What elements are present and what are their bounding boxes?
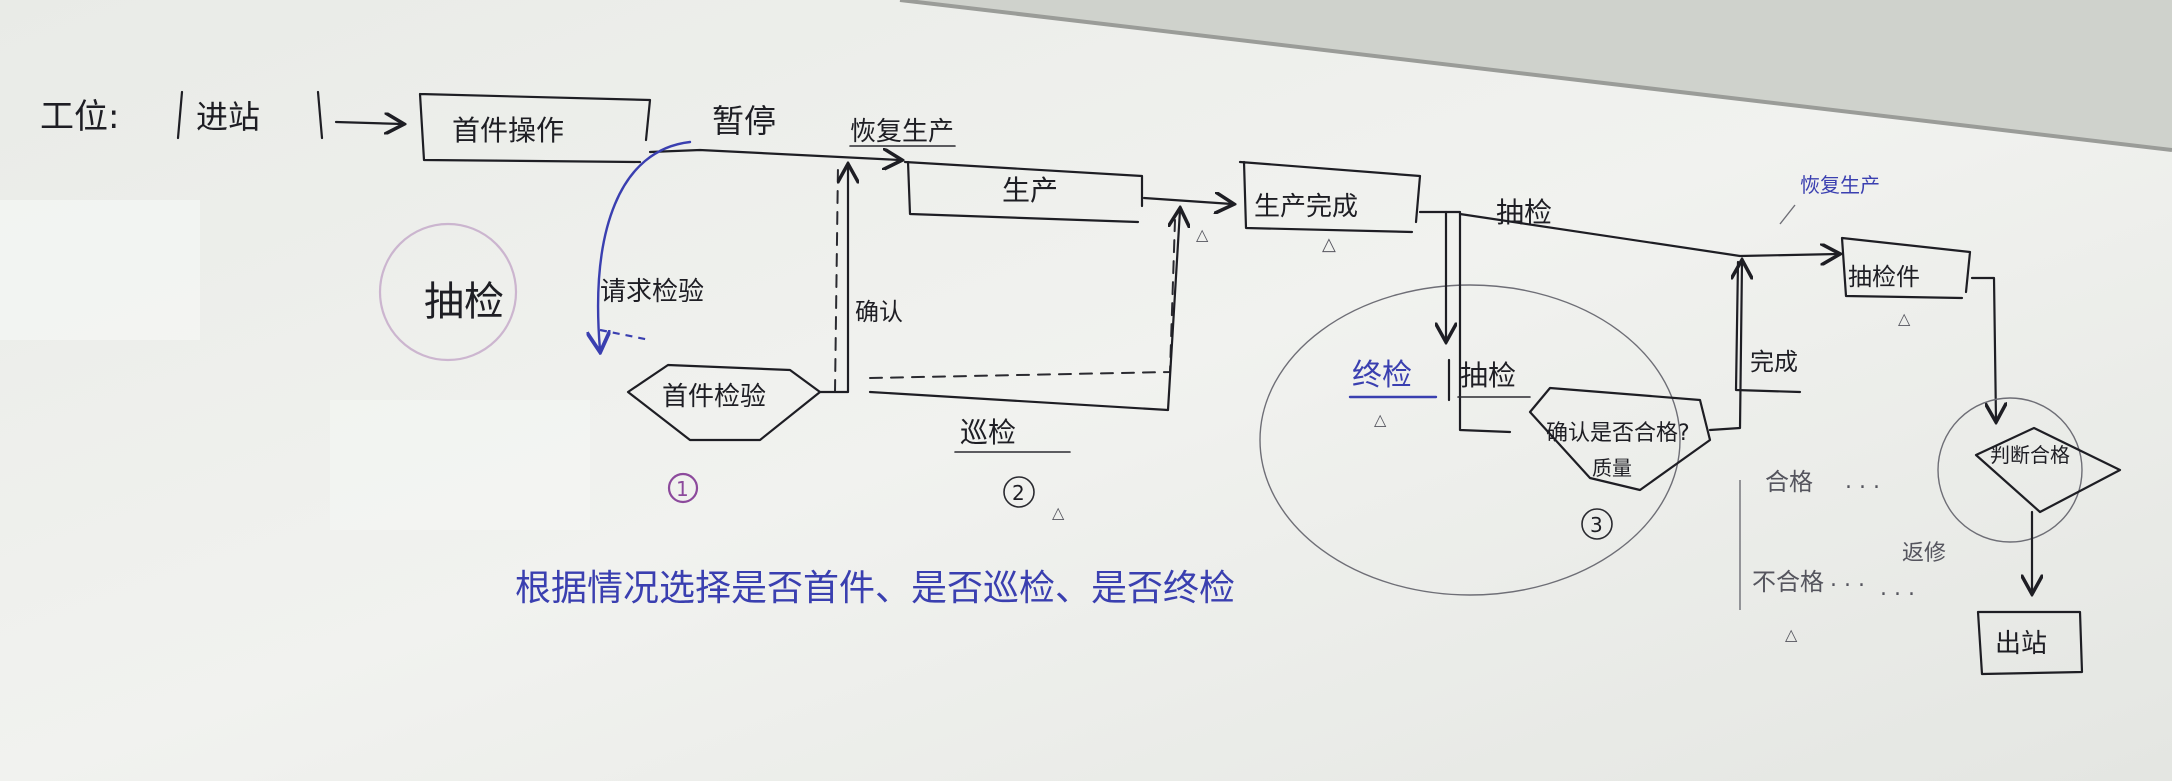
circle-final-area [1259,284,1681,596]
label-rework: 返修 [1902,541,1946,566]
arrow-confirm [818,166,848,394]
box-production-done [1238,160,1422,234]
node-final-inspect: 终检 [1352,358,1412,393]
dots: . . . [1845,469,1880,494]
marker-triangle: △ [1785,625,1798,644]
label-patrol: 巡检 [960,416,1016,449]
label-resume-top-right: 恢复生产 [1800,173,1880,197]
bracket-complete [1734,260,1802,394]
label-confirm: 确认 [855,298,903,326]
line-to-confirm [1418,210,1512,434]
diamond-confirm-qualified [1528,386,1712,492]
label-pause: 暂停 [712,102,776,140]
arrow-to-sample-item [1458,212,1838,256]
node-sample-item: 抽检件 [1848,263,1920,291]
marker-3: 3 [1590,513,1603,537]
marker-triangle: △ [1196,225,1209,244]
label-resume: 恢复生产 [850,117,954,147]
arrow-to-production-done [1142,198,1232,204]
node-judge-qualified: 判断合格 [1990,443,2070,467]
node-first-article-inspect: 首件检验 [662,382,766,412]
marker-1: 1 [676,477,689,501]
node-production: 生产 [1002,174,1058,207]
tick-resume [1779,204,1796,225]
arrow-start-to-first [334,122,402,124]
marker-2-circle [1003,476,1035,508]
circle-sampling [378,222,518,362]
label-complete: 完成 [1750,348,1798,376]
arrow-patrol [868,210,1180,412]
marker-triangle: △ [1052,503,1065,522]
box-first-article-op [418,92,652,164]
label-request-inspect: 请求检验 [600,277,704,307]
dots: . . . [1880,576,1915,601]
circle-judge [1937,397,2083,543]
node-production-done: 生产完成 [1254,192,1358,222]
side-label-sampling: 抽检 [424,279,504,325]
reflection [330,400,590,530]
node-confirm-qualified: 确认是否合格? [1546,421,1690,446]
marker-triangle: △ [1374,410,1387,429]
marker-triangle: △ [1898,309,1911,328]
marker-2: 2 [1012,481,1025,505]
marker-triangle: △ [1322,234,1336,255]
note-text: 根据情况选择是否首件、是否巡检、是否终检 [515,568,1235,609]
diamond-judge-qualified [1974,426,2122,514]
start-node-text: 进站 [196,98,260,136]
reflection [0,200,200,340]
dash-confirm-up [834,164,839,393]
arrow-to-judge [1970,276,1996,420]
arrow-to-production [648,150,900,160]
node-confirm-sub: 质量 [1592,456,1632,480]
arrow-complete [1708,262,1742,432]
arrow-request-inspect-tail [599,328,651,342]
marker-1-circle [667,472,699,504]
box-exit-station [1976,610,2084,676]
dots: . . . [1830,567,1865,592]
node-first-article-op: 首件操作 [452,114,564,147]
box-production [903,160,1144,224]
box-sample-item [1840,236,1972,300]
node-sampling: 抽检 [1460,359,1516,392]
label-unqualified: 不合格 [1752,568,1824,596]
arrow-request-inspect [598,140,692,350]
start-node-brackets [176,90,324,140]
node-exit-station: 出站 [1995,629,2047,659]
label-qualified: 合格 [1765,468,1813,496]
marker-3-circle [1581,508,1613,540]
board-edge [899,0,2172,152]
station-label: 工位: [40,97,119,137]
